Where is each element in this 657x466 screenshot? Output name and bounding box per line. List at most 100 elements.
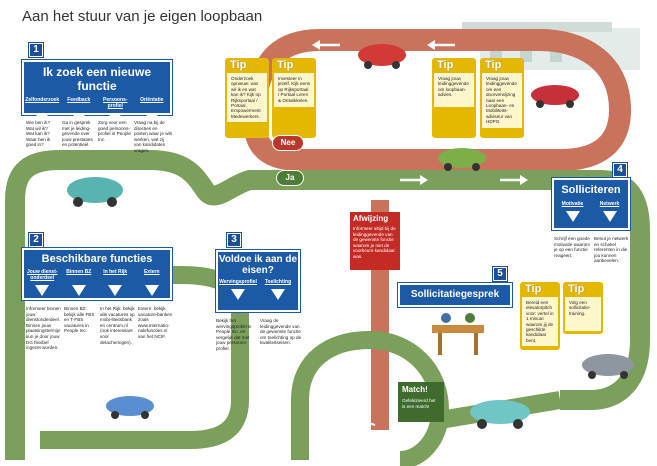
- tip-text: Bereid een elevatorpitch voor: vertel in…: [522, 297, 558, 347]
- arrow-down-icon: [602, 211, 617, 222]
- step-4-text-2: Benut je netwerk en schakel referenten i…: [594, 236, 629, 264]
- step-1-title: Ik zoek een nieuwe functie: [42, 65, 152, 93]
- picnic-table: [432, 313, 484, 355]
- sign-step-4: Solliciteren Motivatie Netwerk: [551, 177, 631, 231]
- column-label: Toelichting: [264, 279, 292, 285]
- tip-text: Onderzoek opnieuw: wat wil ik en wat kan…: [227, 73, 267, 123]
- arrow-down-icon: [35, 285, 50, 296]
- arrow-down-icon: [144, 285, 159, 296]
- arrow-down-icon: [71, 113, 86, 124]
- column-label: Binnen BZ: [66, 269, 92, 275]
- step-2-arrows: [24, 285, 170, 296]
- column-label: Wervingsprofiel: [219, 279, 257, 285]
- tip-card-3: Tip Vraag jouw leidinggevende om loopbaa…: [432, 58, 476, 138]
- afwijzing-text: Informeer altijd bij de leidinggevende v…: [353, 226, 396, 259]
- tip-card-6: Tip Volg een sollicitatie-training.: [563, 282, 603, 334]
- step-1-text-3: Zorg voor een goed persoons-profiel in P…: [98, 120, 131, 142]
- step-1-text-2: Ga in gesprek met je leiding-gevende ove…: [62, 120, 93, 148]
- tip-card-4: Tip Vraag jouw leidinggevende om een doo…: [480, 58, 524, 138]
- page-title: Aan het stuur van je eigen loopbaan: [22, 8, 263, 25]
- step-3-text-2: Vraag de leidinggevende van de gewenste …: [260, 318, 302, 346]
- arrow-down-icon: [108, 113, 123, 124]
- sign-step-2: Beschikbare functies Jouw dienst-onderde…: [21, 247, 173, 301]
- road-arrow-head: [427, 40, 435, 50]
- step-number-1: 1: [28, 42, 44, 58]
- arrow-down-icon: [108, 285, 123, 296]
- step-number-2: 2: [28, 232, 44, 248]
- tip-heading: Tip: [437, 59, 454, 71]
- step-1-text-4: Vraag na bij de directies en posten waar…: [134, 120, 172, 153]
- step-2-columns: Jouw dienst-onderdeel Binnen BZ In het R…: [24, 269, 170, 281]
- arrow-down-icon: [144, 113, 159, 124]
- step-number-3: 3: [226, 232, 242, 248]
- column-label: Motivatie: [561, 201, 584, 207]
- step-3-title: Voldoe ik aan de eisen?: [218, 254, 298, 276]
- car-teal: [67, 177, 123, 207]
- step-1-columns: Zelfonderzoek Feedback Persoons-profiel …: [24, 97, 170, 109]
- arrow-down-icon: [271, 289, 285, 300]
- step-2-text-3: In het Rijk: bekijk alle vacatures op mo…: [100, 306, 135, 345]
- step-3-text-1: Bekijk het wervingsprofiel in People Inc…: [216, 318, 252, 351]
- match-text: Gefeliciteerd het is een match!: [402, 398, 436, 409]
- step-4-title: Solliciteren: [561, 184, 621, 196]
- car-teal-match: [470, 400, 530, 429]
- afwijzing-title: Afwijzing: [353, 214, 389, 223]
- tip-text: Investeer in jezelf. Kijk eens op Rijksp…: [274, 73, 314, 107]
- step-5-title: Sollicitatiegesprek: [410, 289, 500, 300]
- step-2-text-4: Extern: bekijk vacature-banken zoals www…: [138, 306, 173, 339]
- road-arrow-head: [520, 175, 528, 185]
- tip-text: Vraag jouw leidinggevende om een doorver…: [482, 73, 522, 128]
- column-label: Netwerk: [599, 201, 620, 207]
- step-4-text-1: Schrijf een goede motivatie waarom je op…: [554, 236, 590, 258]
- step-1-arrows: [24, 113, 170, 124]
- match-box: Match! Gefeliciteerd het is een match!: [398, 382, 444, 422]
- column-label: Feedback: [67, 97, 91, 103]
- step-3-columns: Wervingsprofiel Toelichting: [218, 279, 298, 285]
- nee-label: Nee: [272, 135, 304, 151]
- road-arrow-head: [420, 175, 428, 185]
- step-1-text-1: Wie ben ik? Wat wil ik? Wat kan ik? Waar…: [26, 120, 51, 148]
- tip-heading: Tip: [230, 59, 247, 71]
- step-2-text-1: Informeer binnen jouw dienstonderdeel. B…: [26, 306, 61, 351]
- building-roof: [462, 22, 612, 32]
- road-arrow-head: [312, 40, 320, 50]
- step-number-5: 5: [492, 266, 508, 282]
- step-4-columns: Motivatie Netwerk: [554, 201, 628, 207]
- step-4-arrows: [554, 211, 628, 222]
- road-curve-arrow: [354, 379, 376, 426]
- arrow-down-icon: [231, 289, 245, 300]
- car-grey: [582, 354, 634, 379]
- tip-card-1: Tip Onderzoek opnieuw: wat wil ik en wat…: [225, 58, 269, 138]
- car-blue: [106, 396, 154, 419]
- column-label: Persoons-profiel: [103, 97, 128, 109]
- car-red-repair: [531, 85, 579, 108]
- arrow-down-icon: [71, 285, 86, 296]
- tip-heading: Tip: [277, 59, 294, 71]
- ja-label: Ja: [276, 170, 304, 186]
- tip-text: Vraag jouw leidinggevende om loopbaan-ad…: [434, 73, 474, 107]
- car-green: [438, 148, 486, 171]
- arrow-down-icon: [565, 211, 580, 222]
- step-2-title: Beschikbare functies: [41, 253, 153, 265]
- tip-text: Volg een sollicitatie-training.: [565, 297, 601, 331]
- road-green-loop: [291, 330, 450, 466]
- step-3-arrows: [218, 289, 298, 300]
- arrow-down-icon: [35, 113, 50, 124]
- sign-step-5: Sollicitatiegesprek: [397, 282, 513, 308]
- tip-card-2: Tip Investeer in jezelf. Kijk eens op Ri…: [272, 58, 316, 138]
- column-label: Jouw dienst-onderdeel: [26, 269, 58, 281]
- tip-card-5: Tip Bereid een elevatorpitch voor: verte…: [520, 282, 560, 350]
- road-green-main: [5, 150, 650, 460]
- sign-step-1: Ik zoek een nieuwe functie Zelfonderzoek…: [21, 59, 173, 124]
- step-2-text-2: Binnen BZ: bekijk alle FBS en T-FBS vaca…: [64, 306, 95, 334]
- step-number-4: 4: [612, 162, 628, 178]
- tip-heading: Tip: [568, 283, 585, 295]
- tip-heading: Tip: [485, 59, 502, 71]
- column-label: Oriëntatie: [140, 97, 164, 103]
- tip-heading: Tip: [525, 283, 542, 295]
- afwijzing-box: Afwijzing Informeer altijd bij de leidin…: [350, 212, 400, 270]
- sign-step-3: Voldoe ik aan de eisen? Wervingsprofiel …: [215, 249, 301, 313]
- column-label: Extern: [143, 269, 160, 275]
